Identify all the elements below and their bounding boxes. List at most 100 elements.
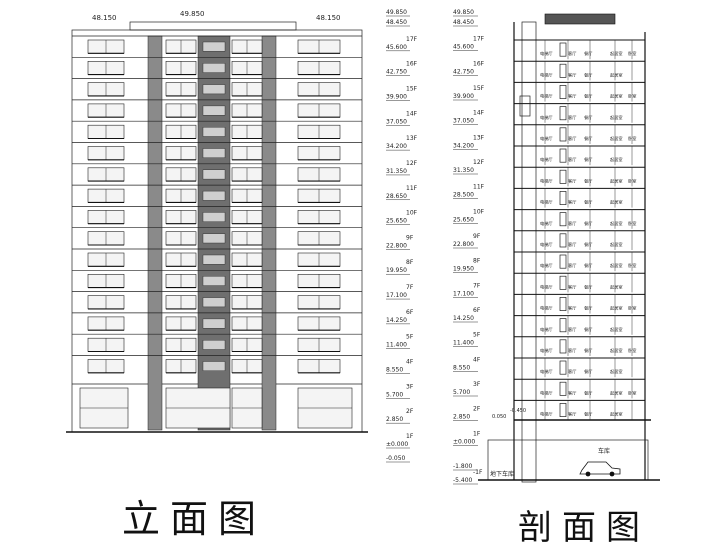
room-label: 起居室 — [610, 411, 623, 418]
car-icon — [579, 461, 621, 475]
room-label: 客厅 — [568, 411, 576, 418]
small-mark: 0.050 — [492, 414, 506, 420]
core-window — [202, 212, 226, 222]
elevation-level-value: 22.800 — [386, 242, 407, 249]
elevation-level-value: 39.900 — [386, 93, 407, 100]
room-label: 客厅 — [568, 241, 576, 248]
room-label: 电梯厅 — [540, 411, 553, 418]
section-level-floor: -1F — [473, 469, 483, 476]
section-level-floor: 5F — [473, 332, 481, 339]
room-label: 客厅 — [568, 326, 576, 333]
section-level-value: ±0.000 — [453, 438, 475, 445]
room-label: 餐厅 — [584, 262, 592, 269]
car-wheel-icon — [585, 471, 591, 477]
room-label: 餐厅 — [584, 326, 592, 333]
room-label: 餐厅 — [584, 347, 592, 354]
elevation-level-value: 14.250 — [386, 317, 407, 324]
room-label: 餐厅 — [584, 71, 592, 78]
section-door — [559, 191, 567, 205]
section-level-floor: 1F — [473, 430, 481, 437]
section-level-floor: 17F — [473, 36, 485, 43]
section-level-floor: 16F — [473, 60, 485, 67]
section-level-value: 49.850 — [453, 9, 474, 16]
core-window — [202, 340, 226, 350]
section-door — [559, 233, 567, 248]
room-label: 起居室 — [610, 262, 623, 269]
room-label: 起居室 — [610, 347, 623, 354]
section-door — [559, 318, 567, 333]
section-level-floor: 9F — [473, 233, 481, 240]
room-label: 卧室 — [628, 93, 636, 100]
room-label: 客厅 — [568, 347, 576, 354]
room-label: 电梯厅 — [540, 50, 553, 57]
room-label: 电梯厅 — [540, 199, 553, 206]
elevation-level-value: 25.650 — [386, 218, 407, 225]
section-level-floor: 8F — [473, 258, 481, 265]
section-door — [559, 275, 567, 290]
room-label: 电梯厅 — [540, 262, 553, 269]
elevation-level-floor: 6F — [406, 309, 414, 316]
section-door — [559, 148, 567, 163]
room-label: 卧室 — [628, 177, 636, 184]
section-level-value: 42.750 — [453, 68, 474, 75]
stair-core-strip — [261, 35, 277, 431]
elevation-level-value: -0.050 — [386, 455, 406, 462]
room-label: 电梯厅 — [540, 389, 553, 396]
elevation-level-value: ±0.000 — [386, 441, 408, 448]
room-label: 电梯厅 — [540, 368, 553, 375]
room-label: 电梯厅 — [540, 326, 553, 333]
room-label: 客厅 — [568, 93, 576, 100]
basement-label: 车库 — [598, 447, 610, 455]
room-label: 起居室 — [610, 177, 623, 184]
section-level-value: 28.500 — [453, 192, 474, 199]
roof-machine-room — [544, 13, 616, 25]
section-level-value: 14.250 — [453, 315, 474, 322]
room-label: 餐厅 — [584, 135, 592, 142]
room-label: 电梯厅 — [540, 93, 553, 100]
elevation-level-value: 42.750 — [386, 69, 407, 76]
room-label: 卧室 — [628, 220, 636, 227]
room-label: 电梯厅 — [540, 220, 553, 227]
section-level-value: 17.100 — [453, 290, 474, 297]
room-label: 客厅 — [568, 50, 576, 57]
core-window — [202, 233, 226, 244]
section-level-floor: 12F — [473, 159, 485, 166]
room-label: 客厅 — [568, 135, 576, 142]
core-window — [202, 297, 226, 308]
room-label: 电梯厅 — [540, 283, 553, 290]
section-door — [559, 85, 567, 99]
elevation-level-floor: 1F — [406, 433, 414, 440]
elevation-level-floor: 16F — [406, 61, 418, 68]
elevation-level-floor: 4F — [406, 359, 414, 366]
room-label: 起居室 — [610, 71, 623, 78]
section-level-value: -5.400 — [453, 477, 473, 484]
section-level-value: 45.600 — [453, 44, 474, 51]
core-window — [202, 105, 226, 116]
section-level-value: 37.050 — [453, 118, 474, 125]
core-window — [202, 63, 226, 73]
core-window — [202, 41, 226, 52]
elevation-level-value: 8.550 — [386, 367, 403, 374]
section-door — [559, 403, 567, 417]
elevation-level-value: 49.850 — [386, 9, 407, 16]
room-label: 餐厅 — [584, 177, 592, 184]
elevation-level-value: 48.450 — [386, 19, 407, 26]
section-door — [559, 169, 567, 184]
room-label: 客厅 — [568, 389, 576, 396]
section-door — [559, 360, 567, 375]
elevation-level-floor: 14F — [406, 110, 418, 117]
elevation-level-value: 45.600 — [386, 44, 407, 51]
roof-parapet — [129, 21, 297, 31]
room-label: 起居室 — [610, 241, 623, 248]
room-label: 餐厅 — [584, 50, 592, 57]
room-label: 起居室 — [610, 305, 623, 312]
room-label: 餐厅 — [584, 220, 592, 227]
section-door — [559, 212, 567, 227]
section-level-value: 11.400 — [453, 340, 474, 347]
room-label: 客厅 — [568, 177, 576, 184]
top-elevation-label: 49.850 — [180, 10, 205, 18]
section-level-value: -1.800 — [453, 463, 473, 470]
room-label: 起居室 — [610, 368, 623, 375]
